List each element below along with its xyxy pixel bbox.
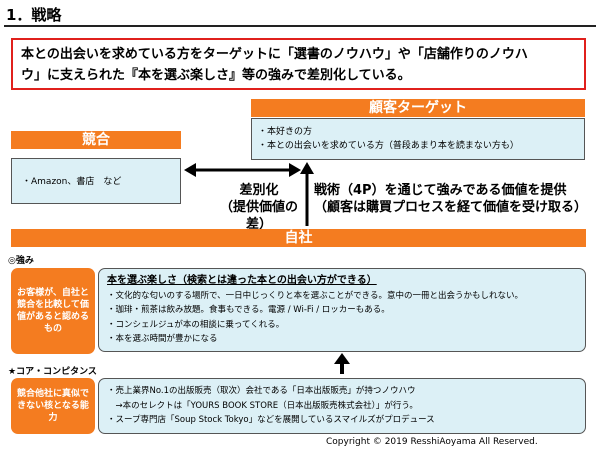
- summary-line-1: 本との出会いを求めている方をターゲットに「選書のノウハウ」や「店舗作りのノウハ: [21, 47, 528, 62]
- copyright: Copyright © 2019 ResshiAoyama All Reserv…: [326, 437, 538, 447]
- competition-header: 競合: [11, 131, 181, 149]
- strengths-label: ◎強み: [8, 256, 34, 266]
- differentiation-line-2: （提供価値の差）: [219, 200, 298, 232]
- target-header: 顧客ターゲット: [251, 99, 585, 117]
- strengths-side-box: お客様が、自社と競合を比較して価値があると認めるもの: [11, 268, 95, 354]
- core-item: ・売上業界No.1の出版販売（取次）会社である「日本出版販売」が持つノウハウ: [107, 386, 416, 396]
- competition-box: ・Amazon、書店 など: [11, 158, 181, 204]
- strength-item: ・珈琲・煎茶は飲み放題。食事もできる。電源 / Wi-Fi / ロッカーもある。: [107, 305, 390, 315]
- tactics-line-2: （顧客は購買プロセスを経て価値を受け取る）: [314, 200, 588, 215]
- strengths-detail-box: 本を選ぶ楽しさ（検索とは違った本との出会い方ができる） ・文化的な匂いのする場所…: [98, 268, 586, 352]
- differentiation-line-1: 差別化: [239, 183, 279, 198]
- target-item-1: ・本好きの方: [258, 127, 313, 137]
- core-to-strength-arrow: [334, 353, 350, 374]
- target-box: ・本好きの方 ・本との出会いを求めている方（普段あまり本を読まない方も）: [251, 118, 585, 160]
- differentiation-label: 差別化 （提供価値の差）: [214, 182, 304, 233]
- core-side-text: 競合他社に真似できない核となる能力: [16, 389, 89, 423]
- strength-item: ・本を選ぶ時間が豊かになる: [107, 334, 218, 344]
- tactics-line-1: 戦術（4P）を通じて強みである価値を提供: [314, 183, 567, 198]
- strength-item: ・文化的な匂いのする場所で、一日中じっくりと本を選ぶことができる。意中の一冊と出…: [107, 290, 523, 301]
- tactics-label: 戦術（4P）を通じて強みである価値を提供 （顧客は購買プロセスを経て価値を受け取…: [314, 182, 598, 216]
- differentiation-arrow: [184, 163, 301, 177]
- strengths-title: 本を選ぶ楽しさ（検索とは違った本との出会い方ができる）: [107, 275, 377, 286]
- core-side-box: 競合他社に真似できない核となる能力: [11, 378, 95, 434]
- core-label: ★コア・コンピタンス: [8, 367, 97, 377]
- summary-line-2: ウ」に支えられた『本を選ぶ楽しさ』等の強みで差別化している。: [21, 68, 411, 83]
- self-header: 自社: [11, 229, 586, 247]
- target-item-2: ・本との出会いを求めている方（普段あまり本を読まない方も）: [258, 141, 519, 151]
- core-detail-box: ・売上業界No.1の出版販売（取次）会社である「日本出版販売」が持つノウハウ →…: [98, 378, 586, 434]
- competition-text: ・Amazon、書店 など: [22, 177, 122, 187]
- core-item: ・スープ専門店「Soup Stock Tokyo」などを展開しているスマイルズが…: [107, 415, 435, 425]
- summary-box: 本との出会いを求めている方をターゲットに「選書のノウハウ」や「店舗作りのノウハ …: [11, 38, 586, 90]
- page-heading: 1．戦略: [6, 6, 62, 24]
- strengths-side-text: お客様が、自社と競合を比較して価値があると認めるもの: [16, 288, 89, 334]
- heading-divider: [4, 25, 596, 27]
- core-item: →本のセレクトは「YOURS BOOK STORE（日本出版販売株式会社）」が行…: [107, 400, 418, 411]
- strength-item: ・コンシェルジュが本の相談に乗ってくれる。: [107, 319, 285, 330]
